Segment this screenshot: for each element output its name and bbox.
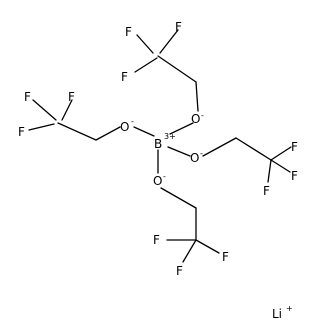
bond-c-o1 (195, 81, 199, 112)
bond-o1-b (169, 122, 194, 135)
atom-f4b: F (222, 250, 229, 264)
atom-lithium-charge: + (286, 304, 293, 313)
atom-labels: F F F O - F F F O - B 3+ O - F F F O - F… (18, 20, 298, 321)
bond-c-o2 (95, 126, 121, 141)
bond-f1b-c (159, 29, 179, 54)
bond-o3-c (202, 137, 237, 157)
bond-c-f4b (195, 239, 220, 254)
bond-c-f3a (270, 146, 292, 161)
bond-c-f3c (267, 159, 272, 183)
bond-o4-c (160, 187, 197, 209)
bond-b-o3 (167, 146, 191, 157)
bond-f1a-c (136, 34, 154, 54)
atom-f2c: F (18, 125, 25, 139)
bond-f1c-c (134, 57, 158, 73)
atom-o3-charge: - (200, 149, 203, 158)
atom-o3: O (190, 151, 199, 165)
atom-f1b: F (175, 20, 182, 34)
bond-o2-b (133, 126, 155, 137)
atom-f4a: F (153, 233, 160, 247)
atom-f1c: F (121, 70, 128, 84)
atom-o4: O (153, 174, 162, 188)
bond-f2b-c (61, 99, 73, 121)
atom-f1a: F (125, 25, 132, 39)
bond-f2c-c (28, 123, 55, 131)
bond-c-c-left (57, 122, 97, 141)
atom-o2-charge: - (131, 117, 134, 126)
bond-c-c-right (235, 137, 272, 161)
atom-o1: O (191, 112, 200, 126)
atom-f3b: F (291, 169, 298, 183)
bond-f2a-c (32, 99, 57, 121)
atom-boron: B (154, 137, 162, 151)
bond-c-f3b (270, 159, 291, 173)
bonds (28, 29, 292, 263)
atom-f3a: F (291, 140, 298, 154)
bond-c-c-top (157, 55, 197, 83)
bond-c-f4c (182, 239, 197, 263)
atom-f2b: F (68, 90, 75, 104)
atom-boron-charge: 3+ (164, 132, 176, 141)
atom-o4-charge: - (163, 172, 166, 181)
atom-o2: O (120, 120, 129, 134)
atom-f2a: F (24, 90, 31, 104)
atom-f4c: F (176, 264, 183, 278)
atom-o1-charge: - (201, 111, 204, 120)
atom-f3c: F (263, 184, 270, 198)
atom-lithium: Li (272, 307, 282, 321)
